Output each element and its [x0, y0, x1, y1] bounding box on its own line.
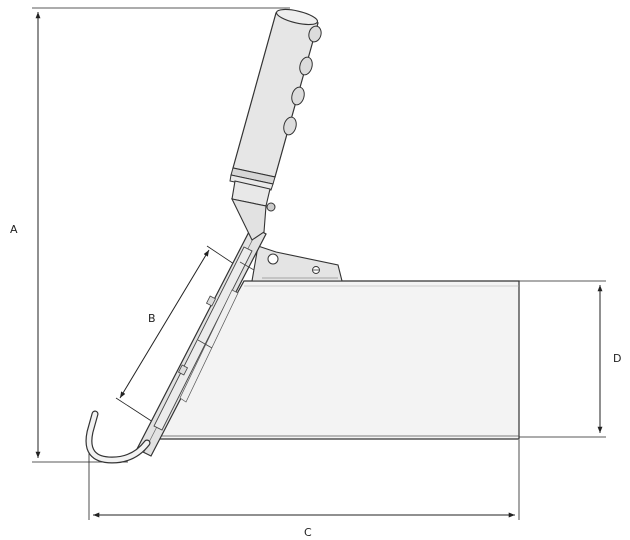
handle-cap-icon — [275, 8, 319, 26]
plate-bolt-icon — [205, 295, 217, 307]
side-plate — [136, 225, 267, 457]
plate-bolt-icon — [177, 364, 189, 376]
dimension-b-label: B — [148, 312, 156, 325]
handle — [229, 8, 322, 241]
dimension-d: D — [519, 280, 621, 438]
handle-finger-grips — [283, 25, 322, 136]
hook — [85, 410, 151, 464]
hinge-hole-icon — [267, 253, 279, 265]
handle-pivot-icon — [266, 202, 276, 212]
dimension-d-label: D — [613, 352, 621, 365]
dimension-a-label: A — [10, 223, 18, 236]
dimension-c-label: C — [304, 526, 312, 539]
hinge-bracket — [251, 245, 343, 282]
